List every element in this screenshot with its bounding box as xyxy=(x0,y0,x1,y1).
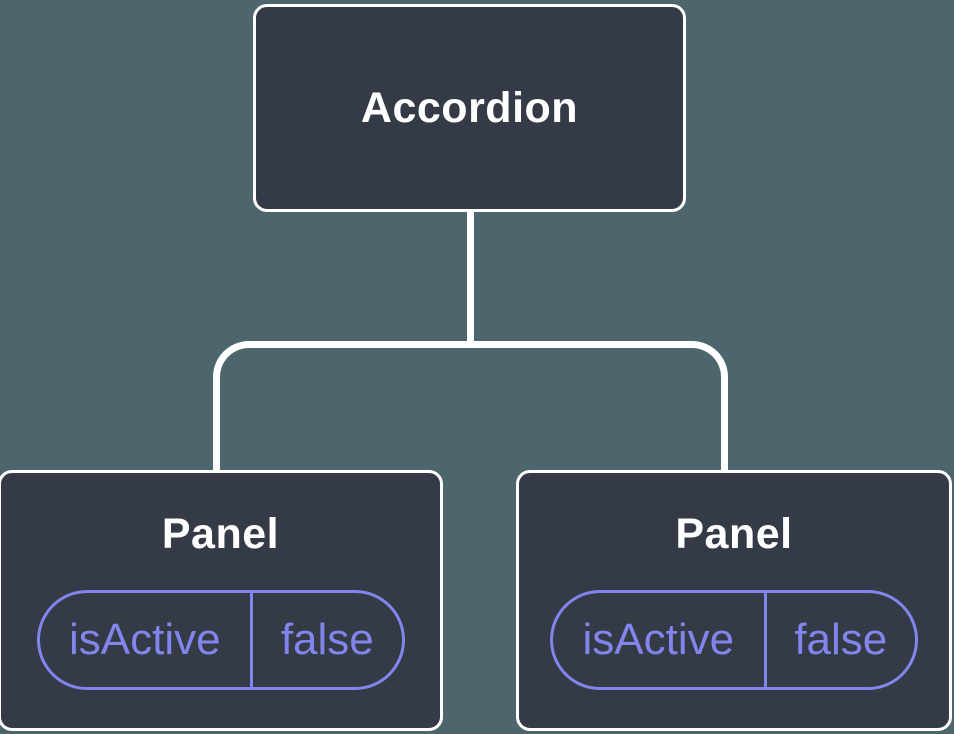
state-pill: isActive false xyxy=(550,590,918,690)
node-accordion: Accordion xyxy=(253,4,686,212)
state-key: isActive xyxy=(40,593,254,687)
accordion-label: Accordion xyxy=(360,83,579,132)
state-key: isActive xyxy=(553,593,767,687)
connector-bracket xyxy=(213,341,728,470)
panel-label: Panel xyxy=(161,510,280,558)
node-panel-left: Panel isActive false xyxy=(0,470,443,731)
panel-label: Panel xyxy=(675,510,793,558)
state-value: false xyxy=(280,615,374,664)
state-pill: isActive false xyxy=(36,590,405,690)
state-value: false xyxy=(794,615,888,664)
node-panel-right: Panel isActive false xyxy=(516,470,952,731)
connector-stem xyxy=(467,210,474,348)
